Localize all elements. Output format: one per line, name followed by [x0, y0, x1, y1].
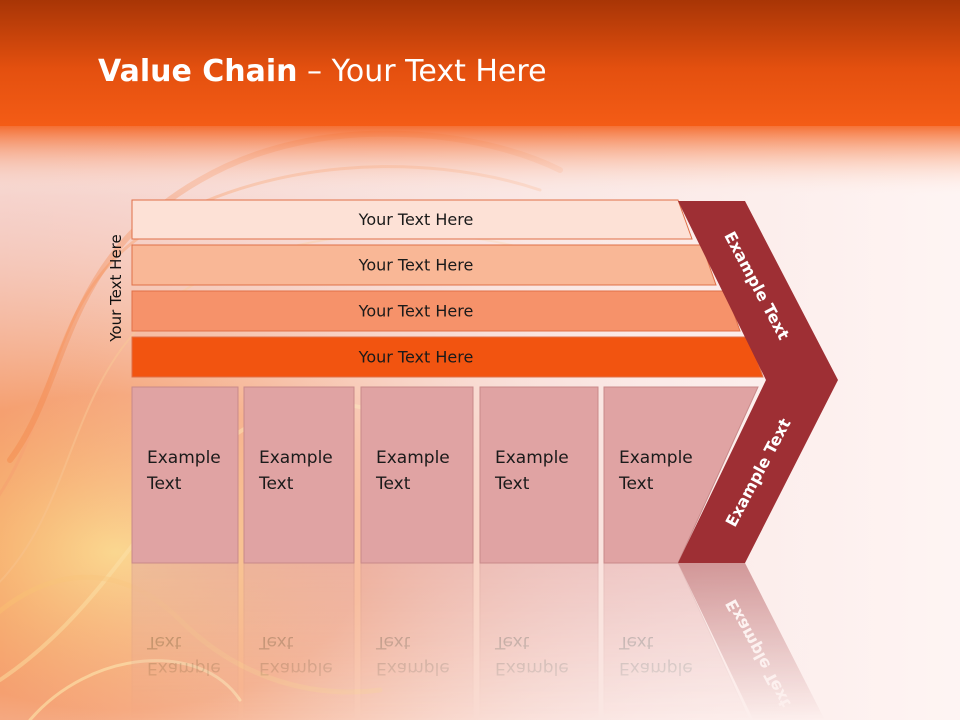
column-4-line-1: Example	[495, 448, 569, 468]
header-fade	[0, 126, 960, 196]
column-3	[360, 386, 474, 564]
column-2-line-2: Text	[258, 474, 294, 494]
column-3-line-2-reflection: Text	[375, 632, 411, 652]
column-1-reflection	[131, 562, 239, 720]
header-band	[0, 0, 960, 126]
chevron-reflection	[678, 563, 825, 720]
column-2	[243, 386, 355, 564]
page-title-rest: – Your Text Here	[297, 54, 547, 89]
side-label: Your Text Here	[107, 234, 125, 342]
page-title-bold: Value Chain	[98, 54, 298, 89]
bar-4	[131, 336, 764, 378]
column-5-line-2-reflection: Text	[618, 632, 654, 652]
column-3-line-2: Text	[375, 474, 411, 494]
column-2-line-1-reflection: Example	[259, 658, 333, 678]
bar-2-label: Your Text Here	[358, 256, 474, 275]
page-title: Value Chain – Your Text Here	[98, 54, 547, 89]
column-3-line-1: Example	[376, 448, 450, 468]
column-1	[131, 386, 239, 564]
bar-4-label: Your Text Here	[358, 348, 474, 367]
column-4-line-1-reflection: Example	[495, 658, 569, 678]
column-3-reflection	[360, 562, 474, 720]
bar-3	[131, 290, 741, 332]
bar-3-label: Your Text Here	[358, 302, 474, 321]
bar-2	[131, 244, 717, 286]
column-5-line-2: Text	[618, 474, 654, 494]
column-1-line-1-reflection: Example	[147, 658, 221, 678]
column-5-line-1: Example	[619, 448, 693, 468]
column-2-reflection	[243, 562, 355, 720]
column-4-line-2-reflection: Text	[494, 632, 530, 652]
chevron-arrow	[678, 201, 838, 563]
column-5-line-1-reflection: Example	[619, 658, 693, 678]
column-1-line-1: Example	[147, 448, 221, 468]
column-2-line-1: Example	[259, 448, 333, 468]
bar-1	[131, 199, 693, 240]
column-1-line-2-reflection: Text	[146, 632, 182, 652]
column-3-line-1-reflection: Example	[376, 658, 450, 678]
column-4	[479, 386, 599, 564]
bar-1-label: Your Text Here	[358, 210, 474, 229]
column-4-line-2: Text	[494, 474, 530, 494]
column-1-line-2: Text	[146, 474, 182, 494]
column-4-reflection	[479, 562, 599, 720]
column-2-line-2-reflection: Text	[258, 632, 294, 652]
